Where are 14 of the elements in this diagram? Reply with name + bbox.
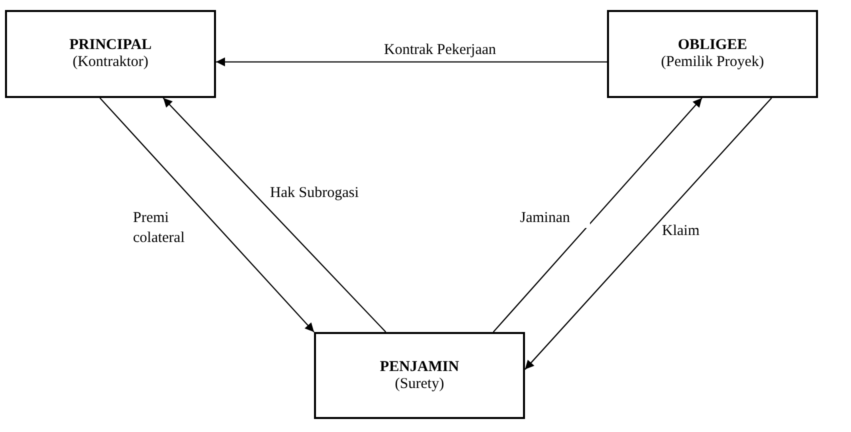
arrow [162, 98, 386, 332]
entity-subtitle: (Kontraktor) [72, 54, 148, 71]
entity-name: OBLIGEE [678, 37, 748, 54]
entity-box [314, 332, 525, 419]
entity-name: PENJAMIN [380, 358, 460, 376]
entity-name: PRINCIPAL [69, 37, 152, 54]
arrow [492, 98, 702, 332]
arrow [524, 98, 772, 370]
arrow [100, 98, 314, 332]
entity-subtitle: (Pemilik Proyek) [661, 54, 764, 71]
entity-box [5, 10, 216, 98]
entity-subtitle: (Surety) [394, 376, 444, 392]
entity-box [607, 10, 818, 98]
arrow [216, 57, 607, 66]
